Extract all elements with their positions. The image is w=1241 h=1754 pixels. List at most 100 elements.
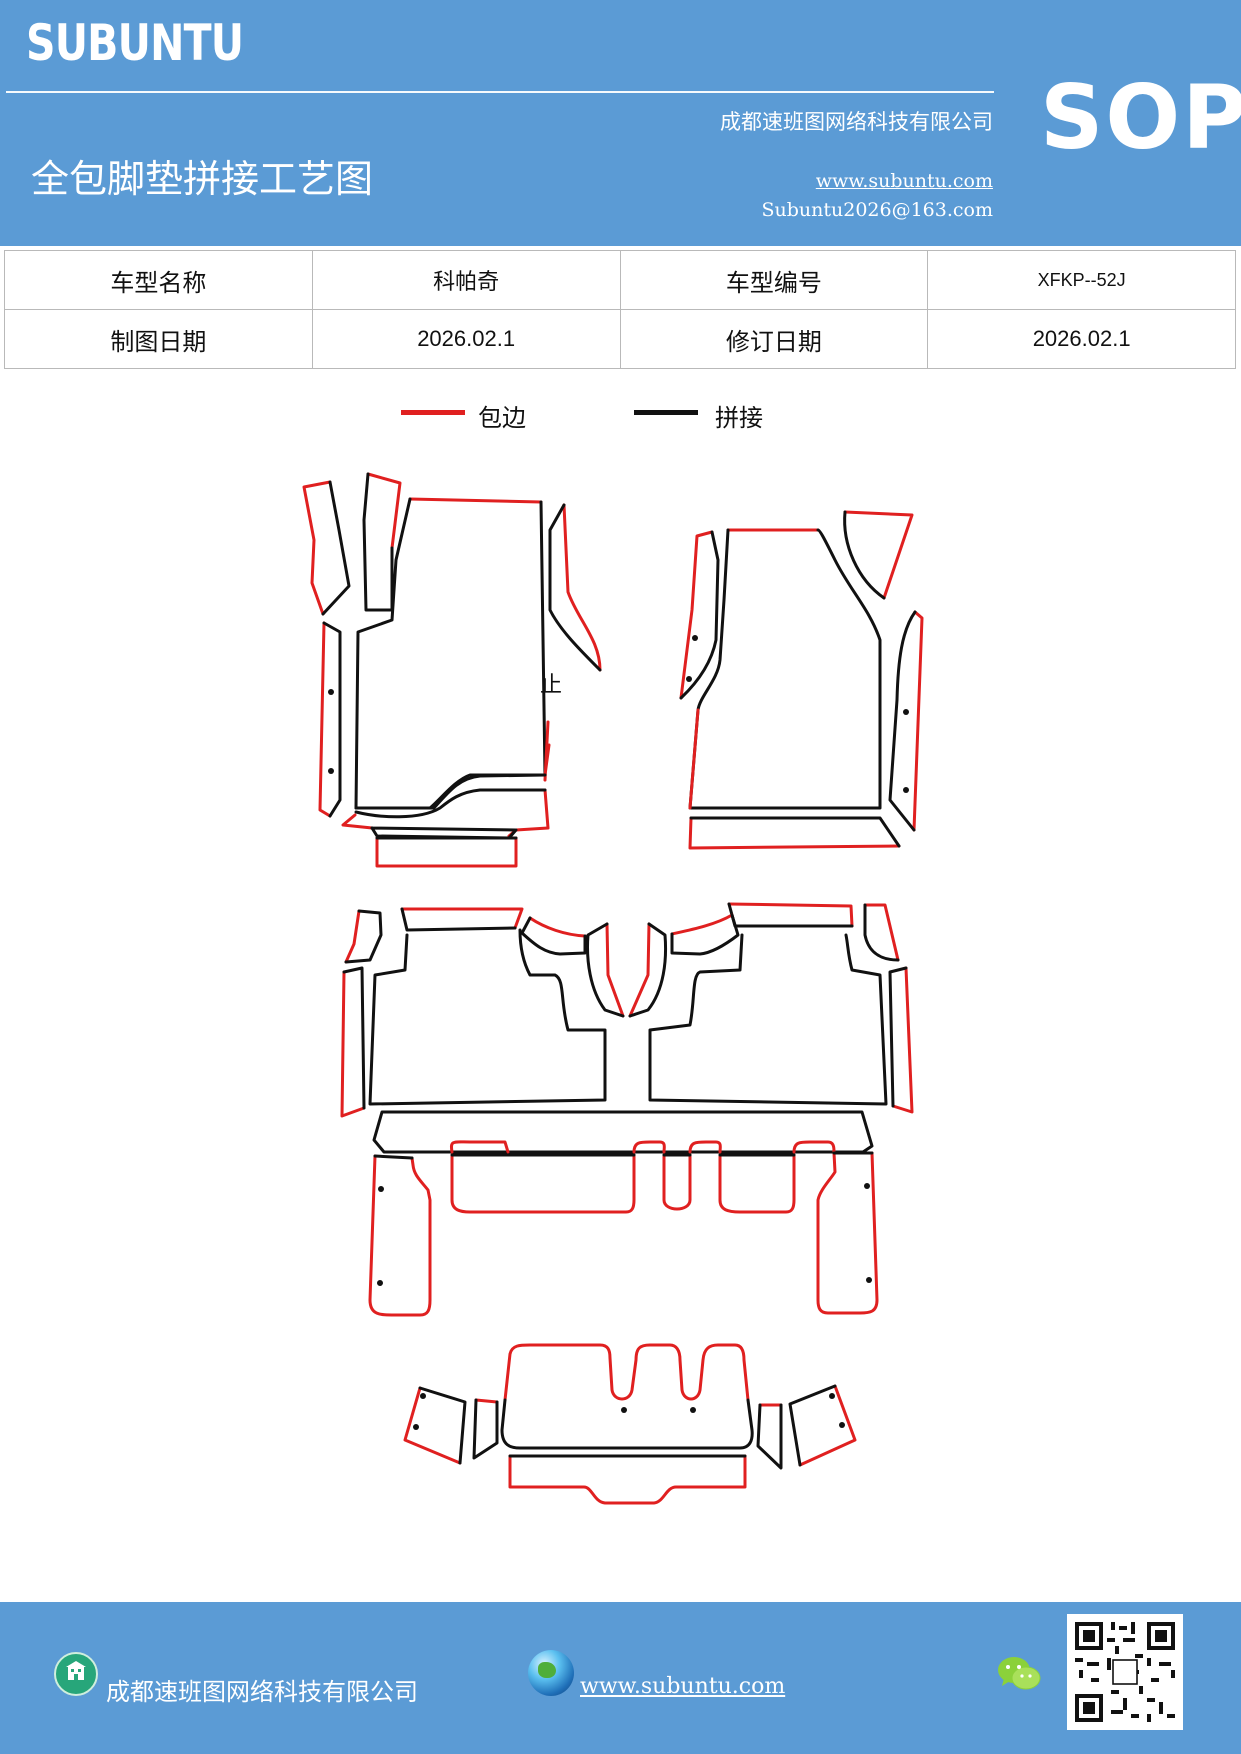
header-email: Subuntu2026@163.com xyxy=(761,199,993,221)
splice-edge xyxy=(472,1398,499,1460)
table-row: 车型名称 科帕奇 车型编号 XFKP--52J xyxy=(4,250,1236,310)
splice-edge xyxy=(670,913,740,956)
legend: 包边 拼接 xyxy=(0,398,1241,438)
mat-piece xyxy=(816,1151,879,1315)
splice-edge xyxy=(628,922,668,1018)
splice-edge xyxy=(400,907,517,932)
mat-piece xyxy=(366,472,402,550)
hole-dot xyxy=(420,1393,426,1399)
splice-edge xyxy=(586,922,625,1018)
footer-company: 成都速班图网络科技有限公司 xyxy=(106,1678,418,1706)
table-cell-value: XFKP--52J xyxy=(927,250,1236,310)
mat-piece xyxy=(891,966,914,1114)
mat-piece xyxy=(344,909,361,964)
header-website-link[interactable]: www.subuntu.com xyxy=(815,170,993,192)
hole-dot xyxy=(690,1407,696,1413)
hole-dot xyxy=(903,709,909,715)
mat-piece xyxy=(863,903,900,962)
splice-edge xyxy=(648,933,888,1106)
splice-edge xyxy=(342,966,366,1110)
third-row-mat-group xyxy=(403,1343,857,1505)
mat-piece xyxy=(302,480,332,616)
hole-dot xyxy=(829,1393,835,1399)
hole-dot xyxy=(378,1186,384,1192)
brand-logo: SUBUNTU xyxy=(26,14,244,72)
mat-piece xyxy=(340,970,366,1118)
mat-piece xyxy=(628,922,651,1018)
hole-dot xyxy=(413,1424,419,1430)
splice-edge xyxy=(520,916,587,956)
table-cell-value: 2026.02.1 xyxy=(927,309,1236,369)
splice-edge xyxy=(888,610,917,832)
header-banner: SUBUNTU 成都速班图网络科技有限公司 全包脚垫拼接工艺图 www.subu… xyxy=(0,0,1241,246)
table-cell-label: 制图日期 xyxy=(4,309,313,369)
splice-edge xyxy=(368,928,607,1106)
wechat-icon[interactable] xyxy=(996,1654,1042,1694)
mat-piece xyxy=(528,916,587,938)
hole-dot xyxy=(864,1183,870,1189)
mat-piece xyxy=(727,902,854,928)
splice-edge xyxy=(354,788,547,819)
mat-piece-edge xyxy=(688,708,700,810)
second-row-mat-group xyxy=(340,902,914,1317)
splice-edge xyxy=(843,510,886,600)
hole-dot xyxy=(692,635,698,641)
hole-dot xyxy=(328,689,334,695)
mat-piece xyxy=(688,816,901,850)
mat-piece xyxy=(508,1454,747,1505)
splice-edge xyxy=(372,1110,874,1154)
mat-piece xyxy=(605,922,625,1018)
splice-edge xyxy=(689,816,901,848)
splice-edge xyxy=(344,909,383,964)
mat-piece xyxy=(375,836,518,868)
mat-piece xyxy=(318,621,332,818)
hole-dot xyxy=(866,1277,872,1283)
hole-dot xyxy=(903,787,909,793)
front-left-mat-group: 止 xyxy=(302,472,602,868)
splice-edge xyxy=(321,480,351,616)
splice-edge xyxy=(756,1403,783,1470)
splice-edge xyxy=(727,902,854,928)
splice-edge xyxy=(679,530,720,700)
front-right-mat-group xyxy=(679,510,924,850)
mat-piece xyxy=(718,1140,836,1214)
hole-dot xyxy=(839,1422,845,1428)
floor-mat-diagram: 止 xyxy=(302,472,924,1505)
mat-piece xyxy=(670,913,734,936)
splice-edge xyxy=(888,966,908,1108)
mat-piece xyxy=(400,907,524,930)
table-cell-value: 2026.02.1 xyxy=(311,309,621,369)
splice-edge xyxy=(354,497,547,810)
footer-banner: 成都速班图网络科技有限公司 www.subuntu.com xyxy=(0,1602,1241,1754)
mat-piece xyxy=(474,1398,499,1404)
mat-piece xyxy=(798,1384,857,1467)
table-row: 制图日期 2026.02.1 修订日期 2026.02.1 xyxy=(4,309,1236,369)
globe-icon xyxy=(528,1650,574,1696)
footer-website-link[interactable]: www.subuntu.com xyxy=(580,1674,786,1699)
legend-label-splice: 拼接 xyxy=(715,404,763,432)
splice-edge xyxy=(688,528,882,810)
stop-mark: 止 xyxy=(540,673,562,698)
table-cell-label: 车型编号 xyxy=(619,250,929,310)
splice-edge xyxy=(418,1386,467,1465)
legend-label-edging: 包边 xyxy=(478,404,526,432)
splice-edge xyxy=(354,773,547,810)
hole-dot xyxy=(377,1280,383,1286)
mat-piece xyxy=(912,610,924,832)
mat-piece xyxy=(450,1140,510,1154)
qr-code[interactable] xyxy=(1067,1614,1183,1730)
hole-dot xyxy=(621,1407,627,1413)
splice-edge xyxy=(548,503,602,672)
page-title: 全包脚垫拼接工艺图 xyxy=(31,157,374,201)
mat-piece xyxy=(632,1140,722,1211)
building-icon xyxy=(54,1652,98,1696)
splice-edge xyxy=(373,1154,414,1160)
table-cell-value: 科帕奇 xyxy=(311,250,621,310)
mat-piece-edge xyxy=(408,497,543,504)
info-table: 车型名称 科帕奇 车型编号 XFKP--52J 制图日期 2026.02.1 修… xyxy=(4,250,1236,369)
mat-piece xyxy=(368,1154,432,1317)
splice-edge xyxy=(362,472,394,612)
splice-edge xyxy=(788,1384,837,1467)
table-cell-label: 修订日期 xyxy=(619,309,929,369)
table-cell-label: 车型名称 xyxy=(4,250,313,310)
